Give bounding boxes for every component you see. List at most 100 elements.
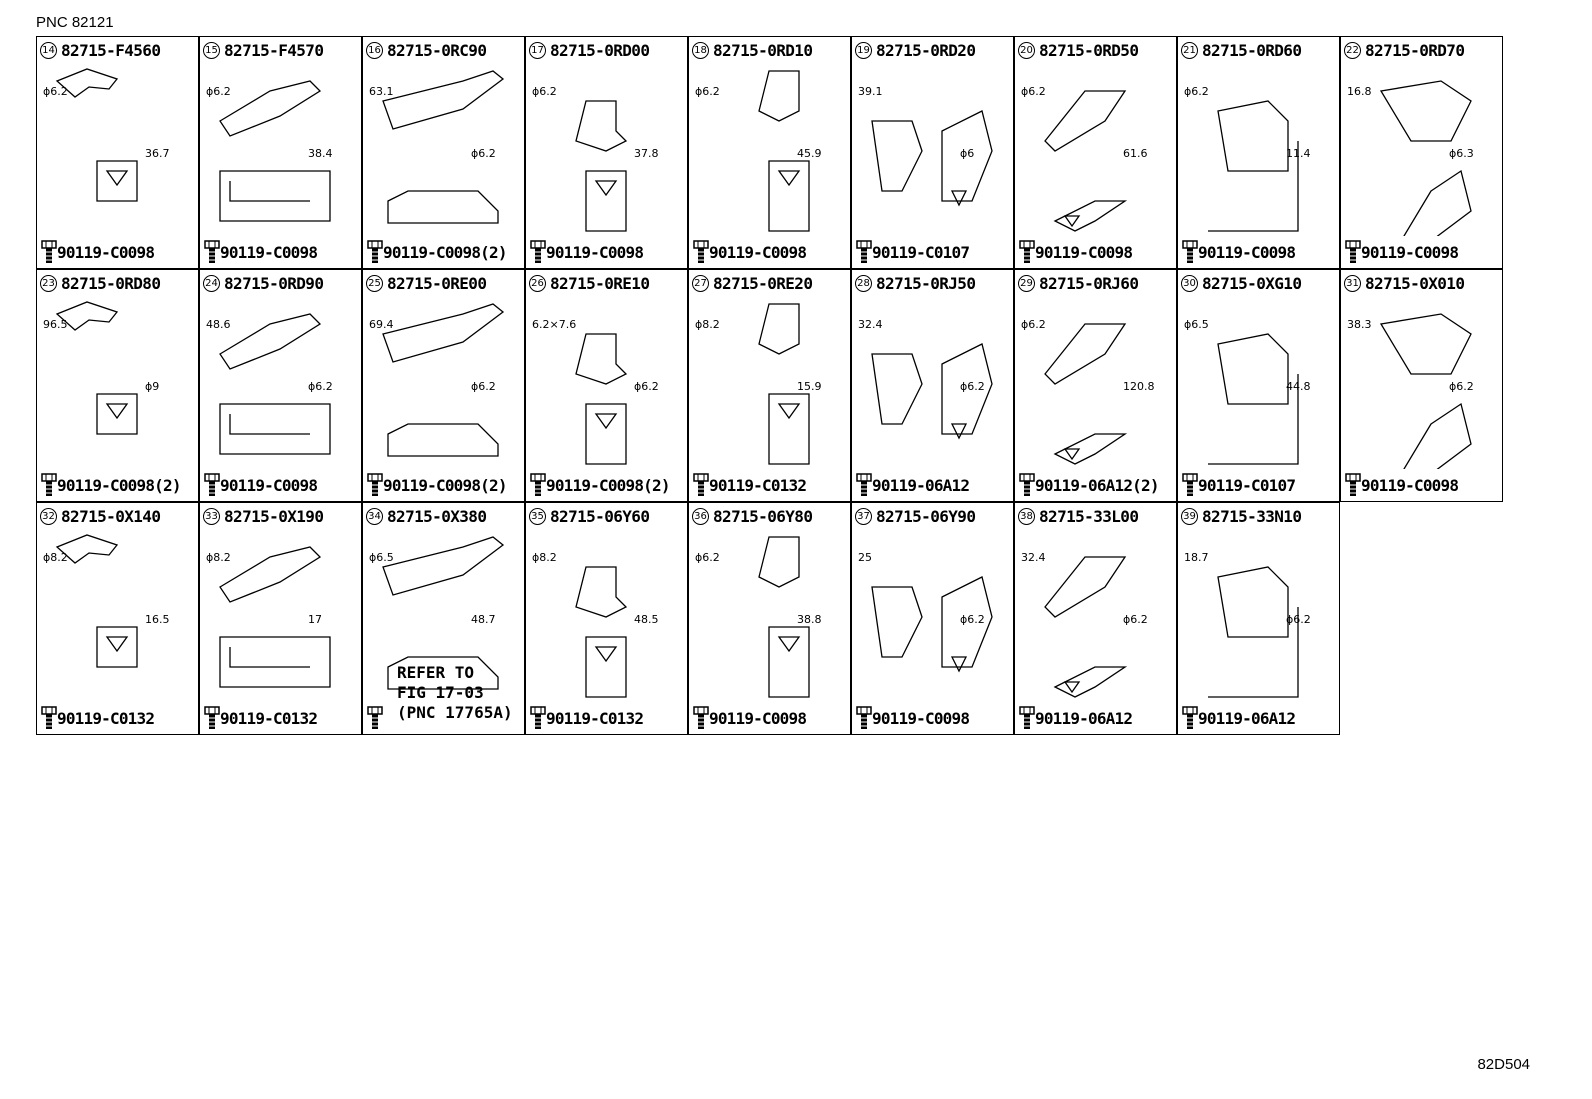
bolt-part-number: 90119-06A12 [872, 475, 970, 495]
bolt-row: 90119-C0098 [1019, 240, 1133, 264]
bolt-row: 90119-C0132 [204, 706, 318, 730]
part-number: 82715-06Y80 [713, 507, 813, 526]
dimension-label: ϕ6.2 [1286, 613, 1311, 626]
callout-number: 35 [529, 508, 546, 525]
dimension-label: ϕ8.2 [532, 551, 557, 564]
callout-number: 14 [40, 42, 57, 59]
callout-number: 17 [529, 42, 546, 59]
bolt-row: 90119-C0098(2) [41, 473, 181, 497]
bolt-part-number: 90119-C0098 [709, 242, 807, 262]
bolt-part-number: 90119-C0098 [1035, 242, 1133, 262]
bolt-row: 90119-C0098(2) [367, 473, 507, 497]
bolt-icon [367, 473, 383, 496]
dimension-label: 37.8 [634, 147, 659, 160]
bolt-row: 90119-C0098(2) [530, 473, 670, 497]
dimension-label: 17 [308, 613, 322, 626]
bolt-part-number: 90119-C0132 [220, 708, 318, 728]
dimension-label: ϕ6.2 [1021, 85, 1046, 98]
bracket-sketch: 6.2×7.6ϕ6.2 [532, 318, 659, 465]
bolt-icon [1345, 473, 1361, 496]
bolt-icon [856, 473, 872, 496]
callout-number: 39 [1181, 508, 1198, 525]
dimension-label: 11.4 [1286, 147, 1311, 160]
bracket-sketch: 48.6ϕ6.2 [206, 313, 333, 455]
part-number: 82715-0RC90 [387, 41, 487, 60]
part-number: 82715-0XG10 [1202, 274, 1302, 293]
bolt-part-number: 90119-C0107 [872, 242, 970, 262]
bolt-row: 90119-C0132 [530, 706, 644, 730]
pnc-label: PNC 82121 [36, 14, 114, 31]
bolt-part-number: 90119-C0132 [546, 708, 644, 728]
callout-number: 32 [40, 508, 57, 525]
bracket-sketch: ϕ6.236.7 [43, 68, 170, 202]
dimension-label: ϕ6.2 [695, 551, 720, 564]
dimension-label: 38.4 [308, 147, 333, 160]
bracket-sketch: 38.3ϕ6.2 [1347, 313, 1474, 469]
dimension-label: ϕ9 [145, 380, 159, 393]
part-number: 82715-33L00 [1039, 507, 1139, 526]
bolt-icon [856, 706, 872, 729]
callout-number: 27 [692, 275, 709, 292]
dimension-label: 38.3 [1347, 318, 1372, 331]
bolt-icon [693, 706, 709, 729]
bolt-row: 90119-C0098 [693, 706, 807, 730]
callout-number: 28 [855, 275, 872, 292]
bracket-sketch: 16.8ϕ6.3 [1347, 80, 1474, 236]
bracket-sketch: ϕ8.248.5 [532, 551, 659, 698]
bracket-sketch: ϕ6.548.7 [369, 536, 505, 690]
part-number: 82715-06Y90 [876, 507, 976, 526]
dimension-label: 44.8 [1286, 380, 1311, 393]
bolt-part-number: 90119-C0098(2) [546, 475, 670, 495]
bracket-sketch: 96.5ϕ9 [43, 301, 159, 435]
part-number: 82715-06Y60 [550, 507, 650, 526]
bolt-row: 90119-C0098 [1345, 240, 1459, 264]
callout-number: 38 [1018, 508, 1035, 525]
dimension-label: ϕ8.2 [695, 318, 720, 331]
part-number: 82715-0RD50 [1039, 41, 1139, 60]
part-number: 82715-0RJ50 [876, 274, 976, 293]
bolt-part-number: 90119-06A12 [1198, 708, 1296, 728]
bolt-icon [1019, 240, 1035, 263]
bolt-row: 90119-C0098 [693, 240, 807, 264]
dimension-label: 45.9 [797, 147, 822, 160]
bolt-row: 90119-C0107 [856, 240, 970, 264]
dimension-label: ϕ6.2 [308, 380, 333, 393]
dimension-label: 6.2×7.6 [532, 318, 576, 331]
bolt-icon [204, 706, 220, 729]
callout-number: 15 [203, 42, 220, 59]
dimension-label: 61.6 [1123, 147, 1148, 160]
bracket-sketch: ϕ8.216.5 [43, 534, 170, 668]
bolt-part-number: 90119-06A12 [1035, 708, 1133, 728]
dimension-label: 39.1 [858, 85, 883, 98]
part-number: 82715-0RD70 [1365, 41, 1465, 60]
dimension-label: 63.1 [369, 85, 394, 98]
refer-note: REFER TO FIG 17-03 (PNC 17765A) [397, 663, 513, 722]
dimension-label: 32.4 [1021, 551, 1046, 564]
bolt-icon [1182, 240, 1198, 263]
dimension-label: 16.8 [1347, 85, 1372, 98]
bolt-row: 90119-C0132 [693, 473, 807, 497]
